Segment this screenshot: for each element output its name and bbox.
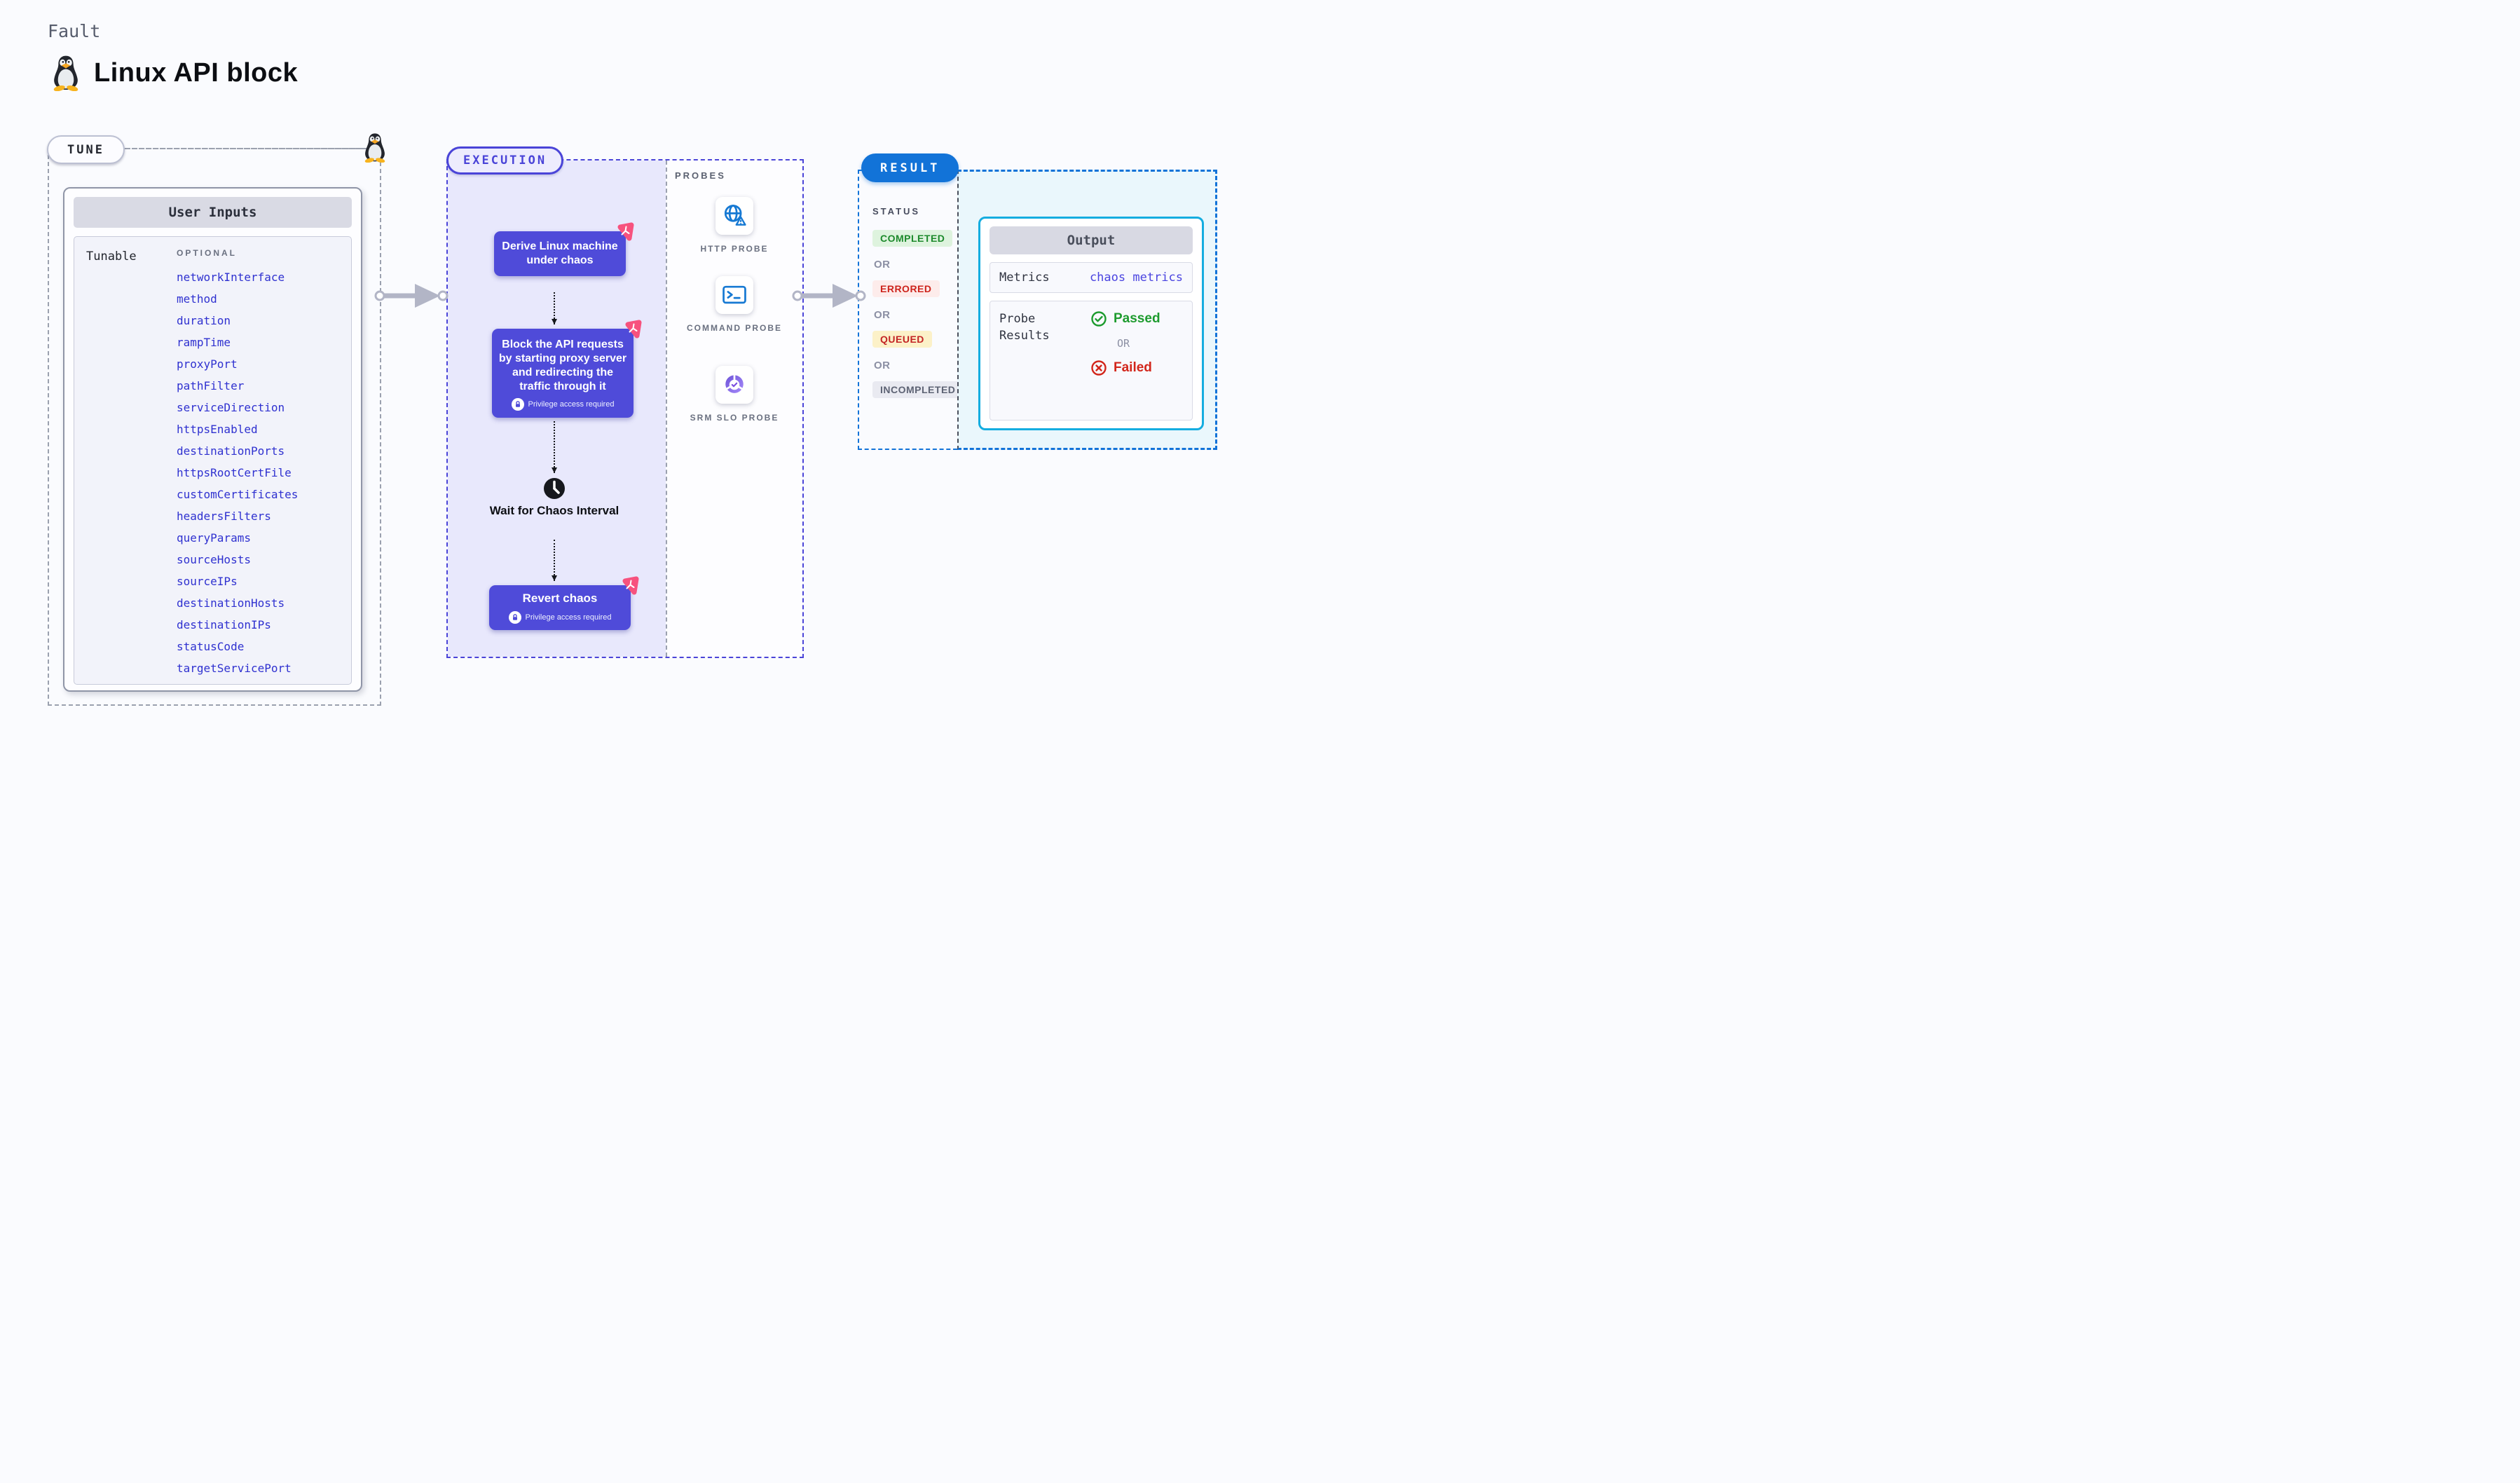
user-inputs-body: Tunable OPTIONAL networkInterface method d… xyxy=(74,236,352,685)
tunable-param: customCertificates xyxy=(177,488,299,501)
metrics-row: Metrics chaos metrics xyxy=(989,262,1193,293)
step-revert-text: Revert chaos xyxy=(522,592,598,605)
metrics-label: Metrics xyxy=(999,271,1050,285)
privilege-note-text: Privilege access required xyxy=(525,613,612,622)
probes-divider xyxy=(666,160,667,657)
status-badge: ERRORED xyxy=(872,280,940,297)
tunable-param-list: networkInterface method duration rampTime pr… xyxy=(177,266,298,679)
privilege-note: Privilege access required xyxy=(495,610,625,625)
terminal-icon xyxy=(723,285,746,304)
linux-tux-icon-small xyxy=(364,133,385,163)
probe-results-values: Passed OR Failed xyxy=(1090,310,1160,411)
tune-badge: TUNE xyxy=(47,135,125,164)
failed-row: Failed xyxy=(1090,360,1152,376)
probes-area xyxy=(666,160,802,657)
tunable-param: destinationHosts xyxy=(177,596,285,610)
tunable-param: statusCode xyxy=(177,640,245,653)
tunable-param: pathFilter xyxy=(177,379,245,392)
step-derive-machine: Derive Linux machine under chaos xyxy=(494,222,634,276)
status-label: STATUS xyxy=(872,206,921,217)
fault-kicker-label: Fault xyxy=(48,21,101,41)
tunable-param: sourceHosts xyxy=(177,553,251,566)
user-inputs-header: User Inputs xyxy=(74,197,352,228)
tunable-param: headersFilters xyxy=(177,510,271,523)
tunable-row-label: Tunable xyxy=(86,250,137,264)
result-status-box: STATUS COMPLETED OR ERRORED OR QUEUED OR INCOM… xyxy=(858,170,964,450)
flow-arrow-tune-to-execution xyxy=(374,284,448,308)
output-card: Output Metrics chaos metrics Probe Resul… xyxy=(978,217,1204,430)
tunable-param: rampTime xyxy=(177,336,231,349)
clock-icon xyxy=(542,477,566,504)
tunable-param: targetServicePort xyxy=(177,662,292,675)
lock-icon xyxy=(511,398,524,411)
status-badge: OR xyxy=(874,360,891,371)
status-badge: OR xyxy=(874,309,891,321)
tunable-param: httpsEnabled xyxy=(177,423,258,436)
srm-slo-probe-label: SRM SLO PROBE xyxy=(690,413,779,423)
optional-tag: OPTIONAL xyxy=(177,248,237,258)
flow-connector xyxy=(552,292,557,324)
lock-icon xyxy=(508,611,521,624)
privilege-note: Privilege access required xyxy=(498,397,628,411)
chaos-experiment-icon xyxy=(617,222,634,241)
failed-x-icon xyxy=(1091,360,1107,376)
step-derive-text: Derive Linux machine under chaos xyxy=(502,240,618,266)
srm-slo-probe-card xyxy=(715,366,753,404)
step-revert-chaos: Revert chaos Privilege access required xyxy=(489,576,639,630)
flow-connector xyxy=(552,540,557,581)
wait-for-chaos-label: Wait for Chaos Interval xyxy=(489,504,619,517)
tunable-param: proxyPort xyxy=(177,357,238,371)
step-block-text: Block the API requests by starting proxy… xyxy=(498,339,627,392)
http-probe-label: HTTP PROBE xyxy=(700,244,769,254)
result-output-region: Output Metrics chaos metrics Probe Resul… xyxy=(957,170,1217,450)
flow-arrow-execution-to-result xyxy=(792,284,866,308)
privilege-note-text: Privilege access required xyxy=(528,400,615,409)
status-badge: OR xyxy=(874,259,891,271)
passed-text: Passed xyxy=(1114,311,1160,326)
user-inputs-card: User Inputs Tunable OPTIONAL networkInte… xyxy=(63,187,362,692)
metrics-value: chaos metrics xyxy=(1089,271,1183,285)
tunable-param: destinationPorts xyxy=(177,444,285,458)
passed-row: Passed xyxy=(1090,310,1160,327)
flow-connector xyxy=(552,421,557,473)
execution-section-box: Derive Linux machine under chaos Block t… xyxy=(446,159,804,658)
command-probe-label: COMMAND PROBE xyxy=(687,323,782,333)
step-block-api: Block the API requests by starting proxy… xyxy=(492,320,642,418)
status-list: COMPLETED OR ERRORED OR QUEUED OR INCOMPLETED xyxy=(872,230,964,410)
or-separator: OR xyxy=(1117,337,1130,350)
globe-warning-icon xyxy=(724,205,746,226)
tunable-param: method xyxy=(177,292,217,306)
tunable-param: httpsRootCertFile xyxy=(177,466,292,479)
status-badge: COMPLETED xyxy=(872,230,953,247)
chaos-experiment-icon xyxy=(625,320,642,339)
probes-label: PROBES xyxy=(675,170,726,181)
title-row: Linux API block xyxy=(50,55,298,91)
status-badge: QUEUED xyxy=(872,331,932,348)
page-title: Linux API block xyxy=(94,57,299,88)
tunable-param: networkInterface xyxy=(177,271,285,284)
slo-donut-check-icon xyxy=(725,374,744,393)
fault-diagram-canvas: Fault Linux API block TUNE User Inputs xyxy=(0,0,1260,742)
result-badge: RESULT xyxy=(861,153,959,182)
tunable-param: duration xyxy=(177,314,231,327)
probe-results-row: Probe Results Passed OR xyxy=(989,301,1193,421)
chaos-experiment-icon xyxy=(622,576,639,595)
failed-text: Failed xyxy=(1114,360,1152,375)
tunable-param: queryParams xyxy=(177,531,251,545)
linux-tux-icon xyxy=(53,55,78,91)
status-badge: INCOMPLETED xyxy=(872,381,964,398)
tunable-param: sourceIPs xyxy=(177,575,238,588)
tune-dashed-connector xyxy=(126,148,363,149)
passed-check-icon xyxy=(1091,311,1107,327)
tunable-param: serviceDirection xyxy=(177,401,285,414)
http-probe-card xyxy=(715,197,753,235)
execution-badge: EXECUTION xyxy=(446,146,564,175)
probe-results-label: Probe Results xyxy=(999,312,1050,343)
tunable-param: destinationIPs xyxy=(177,618,271,631)
command-probe-card xyxy=(715,276,753,314)
output-header: Output xyxy=(989,226,1193,254)
